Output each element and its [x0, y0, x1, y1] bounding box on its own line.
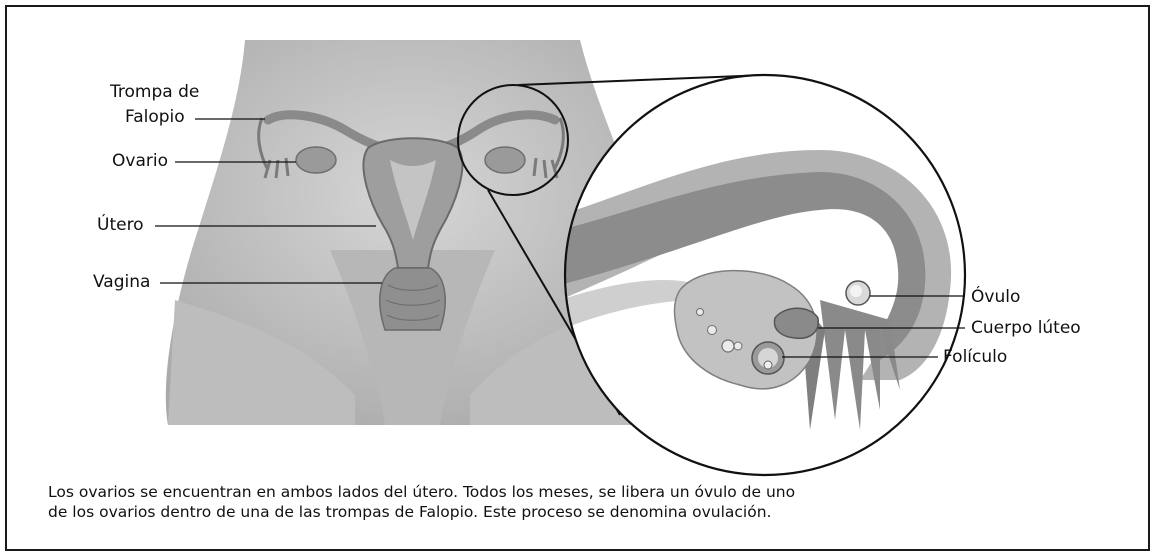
label-trompa-line1: Trompa de: [110, 81, 199, 103]
label-vagina: Vagina: [93, 271, 150, 293]
figure-caption: Los ovarios se encuentran en ambos lados…: [48, 482, 948, 522]
label-foliculo: Folículo: [943, 346, 1007, 368]
label-trompa-line2: Falopio: [125, 106, 185, 128]
label-ovulo: Óvulo: [971, 286, 1020, 308]
zoom-circle-large: [560, 75, 965, 475]
caption-line-2: de los ovarios dentro de una de las trom…: [48, 502, 948, 522]
label-ovario: Ovario: [112, 150, 168, 172]
label-cuerpo-luteo: Cuerpo lúteo: [971, 317, 1081, 339]
label-utero: Útero: [97, 214, 144, 236]
caption-line-1: Los ovarios se encuentran en ambos lados…: [48, 482, 948, 502]
